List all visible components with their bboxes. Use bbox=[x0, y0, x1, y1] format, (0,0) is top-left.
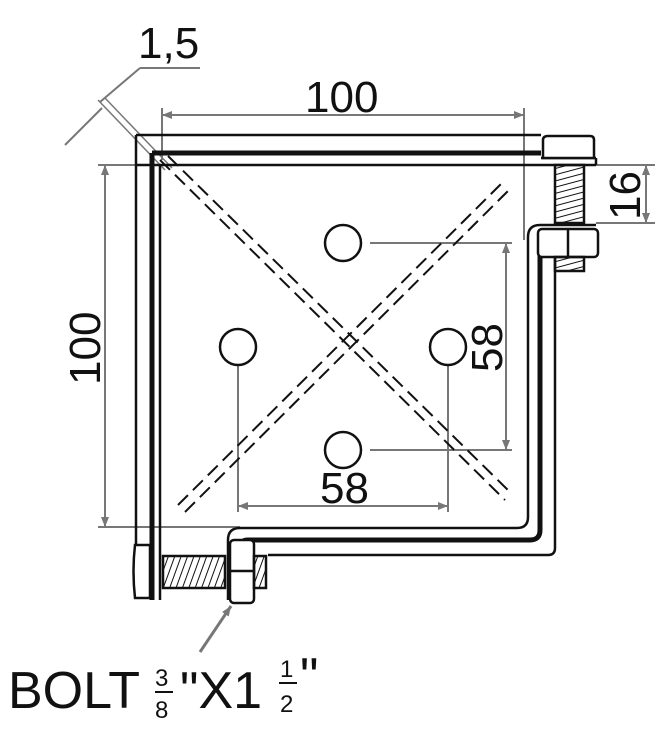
diagonal-hidden-lines bbox=[159, 155, 513, 513]
mounting-holes bbox=[218, 223, 468, 470]
bolt-label-suffix: " bbox=[300, 648, 318, 706]
hole-left bbox=[218, 327, 258, 367]
hole-top bbox=[323, 223, 363, 263]
bolt-fraction1-denominator: 8 bbox=[155, 697, 168, 724]
hole-spacing-vertical-dimension: 58 bbox=[463, 323, 512, 372]
left-bolt bbox=[132, 538, 268, 605]
bolt-fraction1-numerator: 3 bbox=[155, 665, 168, 692]
thickness-dimension: 1,5 bbox=[138, 19, 199, 68]
bolt-offset-dimension: 16 bbox=[601, 171, 650, 220]
height-dimension: 100 bbox=[61, 312, 110, 385]
width-dimension: 100 bbox=[305, 73, 378, 122]
right-bolt bbox=[536, 134, 600, 273]
hole-spacing-horizontal-dimension: 58 bbox=[320, 464, 369, 513]
bolt-label-prefix: BOLT bbox=[8, 662, 140, 720]
bolt-fraction2-denominator: 2 bbox=[280, 691, 293, 718]
hole-right bbox=[428, 327, 468, 367]
hole-bottom bbox=[323, 430, 363, 470]
bolt-label: BOLT 3 8 "X1 1 2 " bbox=[8, 648, 318, 724]
bolt-label-middle: "X1 bbox=[180, 662, 262, 720]
bolt-fraction2-numerator: 1 bbox=[280, 656, 293, 683]
dimension-lines bbox=[64, 67, 655, 653]
